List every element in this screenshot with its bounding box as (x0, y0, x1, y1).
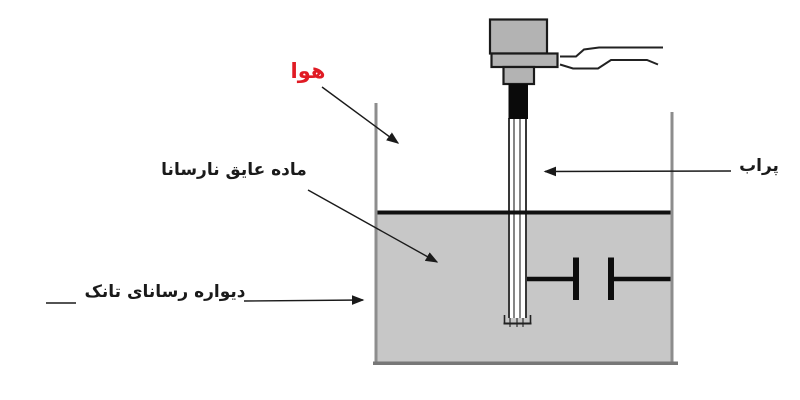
probe-label: پراب (739, 156, 779, 176)
tank-wall-label: دیواره رسانای تانک (84, 282, 246, 302)
annotation-arrows (46, 86, 732, 305)
tank-bottom (373, 361, 678, 365)
air-arrow (321, 86, 400, 144)
insulator-arrow (307, 189, 439, 263)
tank-walls (373, 103, 678, 365)
capacitor-symbol (527, 257, 671, 300)
insulator-label: ماده عایق نارسانا (161, 160, 307, 180)
probe-arrow (543, 166, 732, 177)
probe-shaft (508, 84, 528, 119)
air-label: هوا (290, 59, 326, 83)
probe-tip (503, 315, 532, 327)
tank-right-wall (670, 112, 674, 365)
tank-left-wall (374, 103, 378, 365)
sensor-head (488, 18, 559, 119)
sensor-cable (559, 46, 663, 70)
tank-wall-arrow (243, 295, 365, 305)
probe-tube (503, 118, 532, 327)
liquid-surface-line (377, 210, 671, 215)
